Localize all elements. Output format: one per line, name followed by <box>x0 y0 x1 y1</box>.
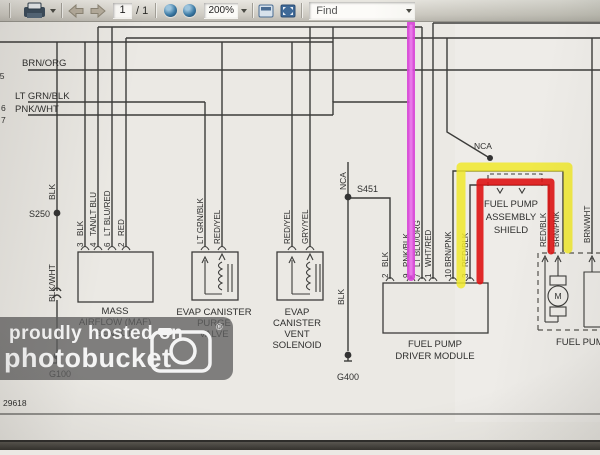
watermark-line1: proudly hosted on <box>9 323 184 344</box>
print-button[interactable] <box>23 2 56 20</box>
printer-icon <box>24 2 45 18</box>
maf-sensor-box <box>77 251 154 303</box>
fpdm-pin7-color: LT BLU/ORG <box>413 220 422 267</box>
vent-pin1-color: RED/YEL <box>283 209 292 244</box>
purge-coil-symbol <box>201 252 233 295</box>
fuel-pump-dashed-box <box>537 252 600 331</box>
registered-mark: ® <box>216 322 223 332</box>
pump-pin-red-blk: RED/BLK <box>539 212 548 247</box>
fit-page-button[interactable] <box>280 2 296 20</box>
toolbar-separator <box>155 3 157 18</box>
circuit-num-2: 6 <box>1 103 6 113</box>
maf-name-1: MASS <box>102 306 129 317</box>
pump-pin-brn-wht: BRN/WHT <box>583 206 592 243</box>
maf-pin2-num: 2 <box>117 242 126 247</box>
fpdm-name-1: FUEL PUMP <box>408 339 462 350</box>
vent-name-4: SOLENOID <box>272 340 321 351</box>
photo-bottom-edge <box>0 442 600 450</box>
splice-s250-label: S250 <box>29 209 50 219</box>
find-input[interactable] <box>314 3 404 18</box>
vent-solenoid-box <box>276 251 324 301</box>
fit-width-icon <box>258 4 274 17</box>
vent-name-3: VENT <box>284 329 310 340</box>
yellow-highlight <box>456 162 573 289</box>
wire-label-brn-org: BRN/ORG <box>22 58 66 69</box>
fpdm-pin2-num: 2 <box>381 273 390 278</box>
pump-name: FUEL PUMP <box>556 337 600 348</box>
vent-coil-symbol <box>288 252 321 295</box>
maf-pin6-num: 6 <box>103 242 112 247</box>
find-box <box>309 2 416 19</box>
fpdm-pin2-color: BLK <box>381 251 390 267</box>
wire-label-g400-blk: BLK <box>336 289 346 305</box>
nca-right-label: NCA <box>474 141 492 151</box>
fuel-pump-internals <box>541 254 600 328</box>
shield-chevrons <box>496 187 526 195</box>
photobucket-watermark: proudly hosted on photobucket ® <box>0 317 233 380</box>
maf-pin3-color: BLK <box>76 220 85 236</box>
maf-pin4-num: 4 <box>89 242 98 247</box>
pump-pin-brn-pnk: BRN/PNK <box>552 211 561 247</box>
fpdm-pin1-num: 1 <box>424 273 433 278</box>
shield-name-1: FUEL PUMP <box>484 199 538 210</box>
vent-name-2: CANISTER <box>273 318 321 329</box>
arrow-left-icon <box>68 3 84 18</box>
red-highlight <box>476 178 555 285</box>
diagram-ref-number: 29618 <box>3 398 27 408</box>
fpdm-pin7-num: 7 <box>413 273 422 278</box>
motor-symbol-label: M <box>554 291 561 301</box>
arrow-right-icon <box>90 3 106 18</box>
watermark-line2: photobucket <box>4 343 172 373</box>
toolbar-separator <box>9 3 10 18</box>
zoom-level-select[interactable]: 200% <box>204 3 239 18</box>
zoom-caret-icon[interactable] <box>241 8 248 13</box>
maf-pin2-color: RED <box>117 219 126 236</box>
print-caret-icon <box>50 8 56 13</box>
purge-pin1-color: LT GRN/BLK <box>196 197 205 244</box>
circuit-num-3: 7 <box>1 115 6 125</box>
shield-name-3: SHIELD <box>494 225 528 236</box>
page-total-label: / 1 <box>136 4 149 17</box>
toolbar-separator <box>301 3 303 18</box>
page-number-input[interactable]: 1 <box>113 3 132 18</box>
zoom-in-button[interactable] <box>183 4 197 17</box>
fit-page-icon <box>280 4 296 17</box>
fpdm-pin9-color: PNK/BLK <box>402 233 411 267</box>
fpdm-name-2: DRIVER MODULE <box>395 351 474 362</box>
vent-pin2-color: GRY/YEL <box>301 209 310 244</box>
wire-label-ltgrn-blk: LT GRN/BLK <box>15 91 70 102</box>
purge-name-1: EVAP CANISTER <box>176 307 251 318</box>
wire-label-s250-blk: BLK <box>47 184 57 200</box>
shield-name-2: ASSEMBLY <box>486 212 537 223</box>
fpdm-pin1-color: WHT/RED <box>424 229 433 267</box>
purge-pin2-color: RED/YEL <box>213 209 222 244</box>
splice-s451-label: S451 <box>357 184 378 194</box>
toolbar-separator <box>61 3 62 18</box>
toolbar-separator <box>252 3 254 18</box>
fpdm-box <box>382 282 489 334</box>
pdf-toolbar: 1 / 1 200% <box>0 0 600 22</box>
find-caret-icon[interactable] <box>406 8 413 13</box>
wire-label-pnk-wht: PNK/WHT <box>15 104 59 115</box>
previous-page-button[interactable] <box>67 2 85 20</box>
next-page-button[interactable] <box>89 2 107 20</box>
maf-pin3-num: 3 <box>76 242 85 247</box>
fpdm-pin9-num: 9 <box>402 273 411 278</box>
fpdm-pin10-color: BRN/PNK <box>444 231 453 267</box>
circuit-num-1: 15 <box>0 71 5 81</box>
maf-pin6-color: LT BLU/RED <box>103 190 112 236</box>
nca-top-label: NCA <box>338 172 348 190</box>
camera-icon <box>150 328 212 373</box>
photo-bottom-line <box>0 440 600 442</box>
fpdm-pin10-num: 10 <box>444 269 453 278</box>
highlighter-marks <box>407 19 573 289</box>
fit-width-button[interactable] <box>258 2 274 20</box>
maf-pin4-color: TAN/LT BLU <box>89 192 98 236</box>
zoom-out-button[interactable] <box>164 4 178 17</box>
ground-g400-label: G400 <box>337 372 359 382</box>
purge-valve-box <box>191 251 239 301</box>
wire-label-blk-wht: BLK/WHT <box>47 264 57 302</box>
vent-name-1: EVAP <box>285 307 310 318</box>
